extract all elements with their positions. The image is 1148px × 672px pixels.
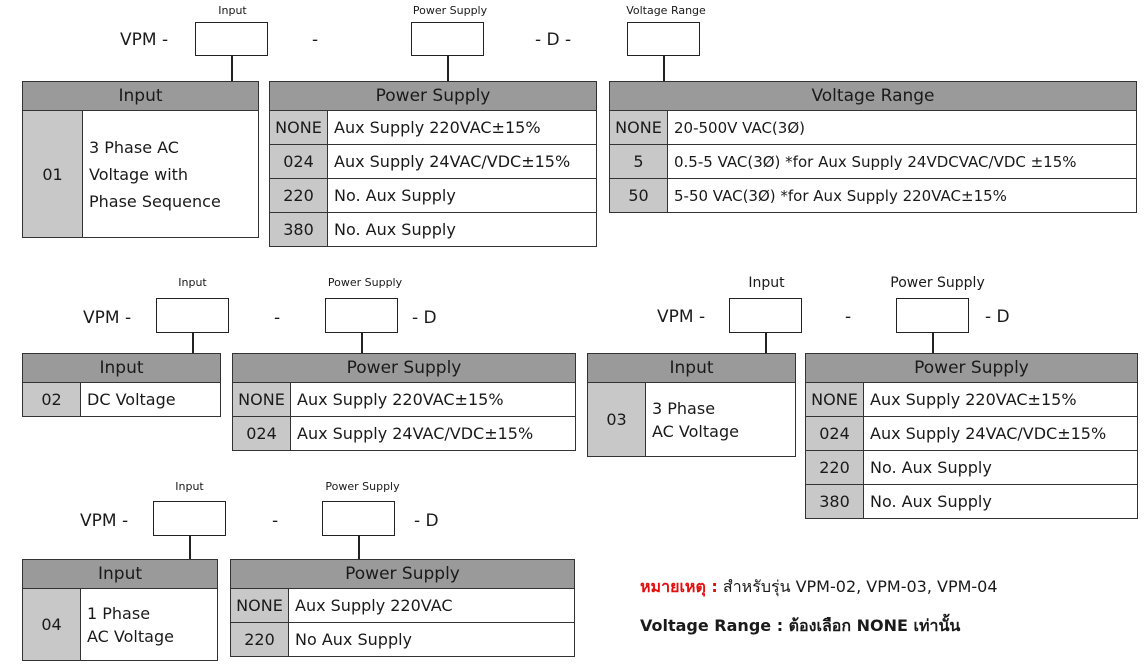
table-header: Power Supply <box>230 559 575 589</box>
model2-power-code-box[interactable] <box>325 298 398 333</box>
note-label: หมายเหตุ : <box>640 577 718 596</box>
model1-d-separator: - D - <box>535 30 572 50</box>
model1-power-connector <box>447 56 449 81</box>
model2-d-separator: - D <box>412 308 437 328</box>
model1-prefix: VPM - <box>120 30 169 50</box>
model4-prefix: VPM - <box>80 511 129 531</box>
model3-input-caption: Input <box>748 275 785 291</box>
model2-input-connector <box>192 333 194 353</box>
model2-input-caption: Input <box>178 276 207 289</box>
model4-power-code-box[interactable] <box>322 501 395 536</box>
model4-power-connector <box>358 536 360 559</box>
table-header: Input <box>22 353 221 383</box>
model1-power-caption: Power Supply <box>412 4 488 17</box>
model4-d-separator: - D <box>414 511 439 531</box>
model2-input-code-box[interactable] <box>156 298 229 333</box>
input-code: 04 <box>22 588 81 661</box>
table-header: Input <box>587 353 796 383</box>
model4-power-caption: Power Supply <box>325 480 400 493</box>
model4-input-caption: Input <box>175 480 204 493</box>
model3-power-code-box[interactable] <box>896 298 969 333</box>
model3-prefix: VPM - <box>657 307 706 327</box>
model1-range-connector <box>663 56 665 81</box>
model1-input-code-box[interactable] <box>195 22 268 56</box>
model1-dash: - <box>312 30 319 50</box>
model1-input-connector <box>231 56 233 81</box>
model3-dash: - <box>845 307 852 327</box>
note-text: สำหรับรุ่น VPM-02, VPM-03, VPM-04 <box>722 577 998 596</box>
input-code: 01 <box>22 110 83 238</box>
model2-dash: - <box>274 308 281 328</box>
table-header: Input <box>22 559 218 589</box>
input-code: 03 <box>587 382 646 457</box>
model2-power-caption: Power Supply <box>327 276 403 289</box>
model1-input-caption: Input <box>218 4 247 17</box>
note-line-2: Voltage Range : ต้องเลือก NONE เท่านั้น <box>640 616 961 635</box>
model1-range-caption: Voltage Range <box>626 4 706 17</box>
table-header: Power Supply <box>805 353 1138 383</box>
model1-range-code-box[interactable] <box>627 22 700 56</box>
model3-d-separator: - D <box>985 307 1010 327</box>
model4-input-connector <box>189 536 191 559</box>
model3-power-caption: Power Supply <box>890 275 985 291</box>
model4-dash: - <box>272 511 279 531</box>
table-header: Input <box>22 81 259 111</box>
table-header: Power Supply <box>269 81 597 111</box>
table-header: Voltage Range <box>609 81 1137 111</box>
note-line-1: หมายเหตุ : สำหรับรุ่น VPM-02, VPM-03, VP… <box>640 575 998 600</box>
model4-input-code-box[interactable] <box>153 501 226 536</box>
table-header: Power Supply <box>232 353 576 383</box>
model2-power-connector <box>361 333 363 353</box>
model2-prefix: VPM - <box>83 308 132 328</box>
model3-power-connector <box>932 333 934 353</box>
model1-power-code-box[interactable] <box>411 22 484 56</box>
model3-input-code-box[interactable] <box>729 298 802 333</box>
model3-input-connector <box>765 333 767 353</box>
